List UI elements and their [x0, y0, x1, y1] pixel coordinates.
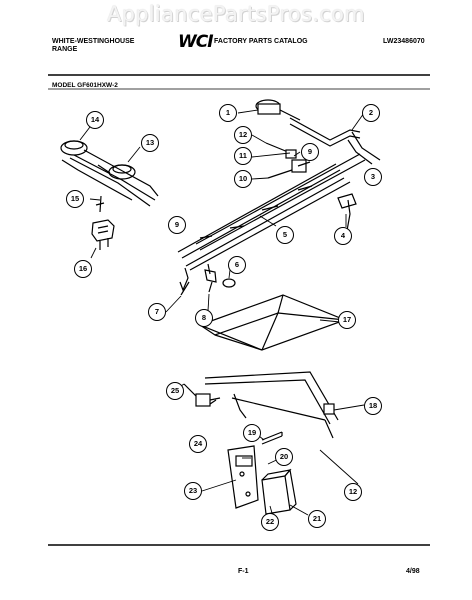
- callout-16: 16: [74, 260, 92, 278]
- callout-1: 1: [219, 104, 237, 122]
- callout-9: 9: [301, 143, 319, 161]
- callout-6: 6: [228, 256, 246, 274]
- callout-15: 15: [66, 190, 84, 208]
- callout-11: 11: [234, 147, 252, 165]
- callout-10: 10: [234, 170, 252, 188]
- wci-logo: WCI: [178, 32, 214, 52]
- callout-14: 14: [86, 111, 104, 129]
- callout-2: 2: [362, 104, 380, 122]
- catalog-number: LW23486070: [383, 38, 425, 45]
- manifold-rail: [177, 153, 366, 271]
- watermark: AppliancePartsPros.com: [106, 2, 366, 26]
- brand-name: WHITE-WESTINGHOUSE: [52, 38, 135, 45]
- callout-7: 7: [148, 303, 166, 321]
- valve-stem-assembly: [179, 263, 236, 296]
- igniter-cover: [261, 468, 297, 515]
- callout-18: 18: [364, 397, 382, 415]
- revision-date: 4/98: [406, 568, 420, 575]
- callout-5: 5: [276, 226, 294, 244]
- page-number: F-1: [238, 568, 249, 575]
- top-burner-assembly: [60, 140, 159, 207]
- callout-24: 24: [189, 435, 207, 453]
- callout-23: 23: [184, 482, 202, 500]
- callout-8: 8: [195, 309, 213, 327]
- callout-20: 20: [275, 448, 293, 466]
- gas-manifold-pipe: [289, 117, 381, 165]
- callout-17: 17: [338, 311, 356, 329]
- model-number: MODEL GF601HXW-2: [52, 82, 118, 89]
- callout-3: 3: [364, 168, 382, 186]
- callout-13: 13: [141, 134, 159, 152]
- wiring-harness: [183, 383, 247, 419]
- callout-22: 22: [261, 513, 279, 531]
- burner-shield: [198, 294, 347, 351]
- callout-12b: 12: [344, 483, 362, 501]
- callout-19: 19: [243, 424, 261, 442]
- igniter-bracket: [91, 219, 115, 250]
- pressure-regulator: [255, 99, 301, 121]
- oven-igniter: [261, 431, 283, 445]
- callout-12: 12: [234, 126, 252, 144]
- burner-valve: [265, 142, 311, 173]
- oven-burner-tube: [204, 371, 339, 439]
- spark-electrode: [95, 195, 105, 213]
- valve-wire: [267, 169, 293, 179]
- callout-21: 21: [308, 510, 326, 528]
- catalog-title: FACTORY PARTS CATALOG: [214, 38, 308, 45]
- callout-25: 25: [166, 382, 184, 400]
- callout-9b: 9: [168, 216, 186, 234]
- callout-4: 4: [334, 227, 352, 245]
- control-bracket: [227, 445, 259, 509]
- product-type: RANGE: [52, 46, 78, 53]
